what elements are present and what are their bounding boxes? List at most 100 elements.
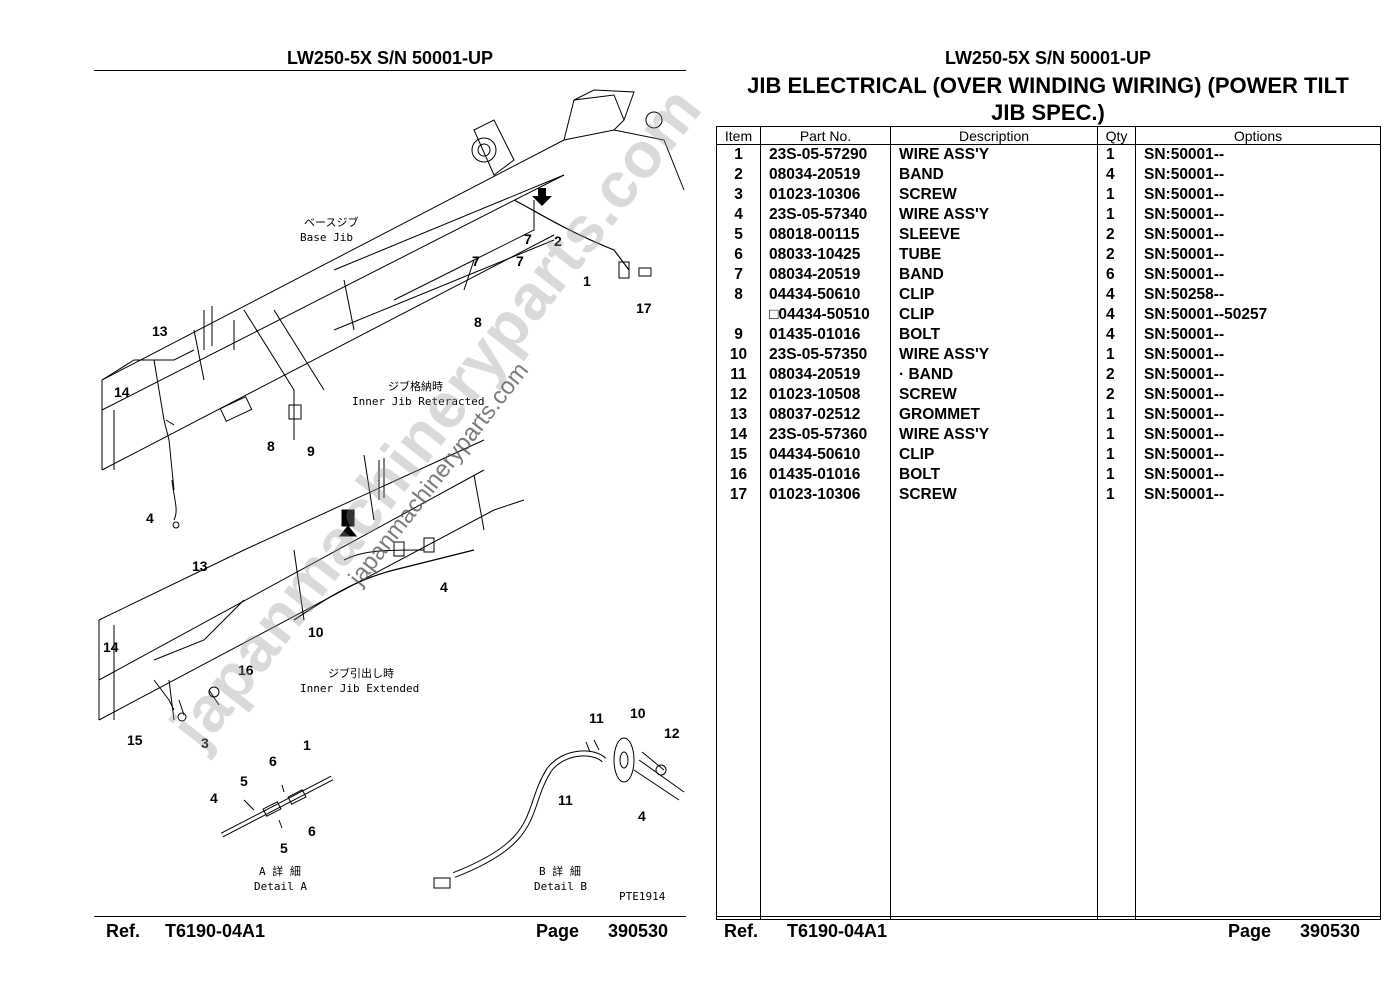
header-part-no: Part No. <box>760 126 891 145</box>
callout-10b: 10 <box>630 705 646 721</box>
cell-options: SN:50001-- <box>1135 165 1381 185</box>
callout-16: 16 <box>238 662 254 678</box>
header-qty: Qty <box>1097 126 1136 145</box>
left-page-label: Page <box>536 921 580 941</box>
cell-description: BAND <box>890 265 1098 285</box>
callout-4a: 4 <box>146 510 154 526</box>
callout-4b: 4 <box>440 579 448 595</box>
cell-description: BAND <box>890 165 1098 185</box>
cell-qty: 1 <box>1097 345 1136 365</box>
cell-qty: 4 <box>1097 325 1136 345</box>
cell-description: WIRE ASS'Y <box>890 425 1098 445</box>
callout-14a: 14 <box>114 384 130 400</box>
cell-description: WIRE ASS'Y <box>890 144 1098 165</box>
title-line-2: JIB SPEC.) <box>991 100 1105 125</box>
cell-options: SN:50001-- <box>1135 345 1381 365</box>
filler-cell <box>890 505 1098 920</box>
cell-options: SN:50001-- <box>1135 385 1381 405</box>
cell-options: SN:50001-- <box>1135 405 1381 425</box>
cell-part-no: 04434-50610 <box>760 445 891 465</box>
right-ref-label: Ref. <box>724 921 759 941</box>
right-footer-rule <box>716 916 1380 917</box>
cell-description: WIRE ASS'Y <box>890 205 1098 225</box>
callout-14b: 14 <box>103 639 119 655</box>
callout-8a: 8 <box>474 314 482 330</box>
callout-11b: 11 <box>558 792 573 808</box>
cell-part-no: 01023-10508 <box>760 385 891 405</box>
label-retracted-jp: ジブ格納時 <box>388 379 443 393</box>
cell-item: 16 <box>716 465 761 485</box>
detail-b-drawing <box>433 737 685 889</box>
cell-qty: 1 <box>1097 425 1136 445</box>
callout-15: 15 <box>127 732 143 748</box>
callout-2: 2 <box>554 233 562 249</box>
label-base-jib-en: Base Jib <box>300 231 353 244</box>
cell-description: GROMMET <box>890 405 1098 425</box>
cell-qty: 4 <box>1097 305 1136 325</box>
cell-description: CLIP <box>890 305 1098 325</box>
filler-cell <box>1097 505 1136 920</box>
cell-item: 17 <box>716 485 761 505</box>
cell-description: BOLT <box>890 465 1098 485</box>
cell-options: SN:50001-- <box>1135 144 1381 165</box>
cell-qty: 1 <box>1097 485 1136 505</box>
cell-item: 8 <box>716 285 761 305</box>
header-options: Options <box>1135 126 1381 145</box>
cell-options: SN:50001-- <box>1135 225 1381 245</box>
right-page-label: Page <box>1228 921 1272 941</box>
cell-options: SN:50001-- <box>1135 365 1381 385</box>
cell-item: 11 <box>716 365 761 385</box>
cell-qty: 2 <box>1097 365 1136 385</box>
left-ref-label: Ref. <box>106 921 141 941</box>
cell-options: SN:50001-- <box>1135 245 1381 265</box>
cell-options: SN:50001-- <box>1135 205 1381 225</box>
cell-item: 6 <box>716 245 761 265</box>
cell-qty: 1 <box>1097 405 1136 425</box>
left-page-title: LW250-5X S/N 50001-UP <box>286 48 494 68</box>
cell-part-no: 01023-10306 <box>760 185 891 205</box>
cell-part-no: 04434-50610 <box>760 285 891 305</box>
right-page-model: LW250-5X S/N 50001-UP <box>944 48 1152 68</box>
cell-part-no: 01023-10306 <box>760 485 891 505</box>
cell-options: SN:50001-- <box>1135 265 1381 285</box>
cell-qty: 1 <box>1097 465 1136 485</box>
filler-cell <box>716 505 761 920</box>
cell-description: SCREW <box>890 385 1098 405</box>
right-ref-value: T6190-04A1 <box>787 921 888 941</box>
cell-qty: 2 <box>1097 225 1136 245</box>
exploded-parts-drawing: ベースジブ Base Jib ジブ格納時 Inner Jib Reteracte… <box>98 89 685 903</box>
arrow-indicator-upper <box>532 188 552 206</box>
cell-item <box>716 305 761 325</box>
cell-description: SCREW <box>890 485 1098 505</box>
label-detail-b-jp: B 詳 細 <box>539 864 581 878</box>
cell-part-no: □04434-50510 <box>760 305 891 325</box>
cell-qty: 2 <box>1097 245 1136 265</box>
cell-qty: 2 <box>1097 385 1136 405</box>
cell-part-no: 08034-20519 <box>760 365 891 385</box>
callout-7b: 7 <box>516 253 524 269</box>
cell-item: 7 <box>716 265 761 285</box>
callout-7c: 7 <box>472 253 480 269</box>
callout-3: 3 <box>201 735 209 751</box>
cell-options: SN:50258-- <box>1135 285 1381 305</box>
label-detail-a-en: Detail A <box>254 880 307 893</box>
label-extended-jp: ジブ引出し時 <box>328 666 394 680</box>
cell-qty: 6 <box>1097 265 1136 285</box>
cell-part-no: 23S-05-57360 <box>760 425 891 445</box>
title-line-1: JIB ELECTRICAL (OVER WINDING WIRING) (PO… <box>747 73 1349 98</box>
callout-12: 12 <box>664 725 680 741</box>
cell-part-no: 01435-01016 <box>760 465 891 485</box>
cell-description: CLIP <box>890 285 1098 305</box>
cell-item: 15 <box>716 445 761 465</box>
callout-5b: 5 <box>280 840 288 856</box>
